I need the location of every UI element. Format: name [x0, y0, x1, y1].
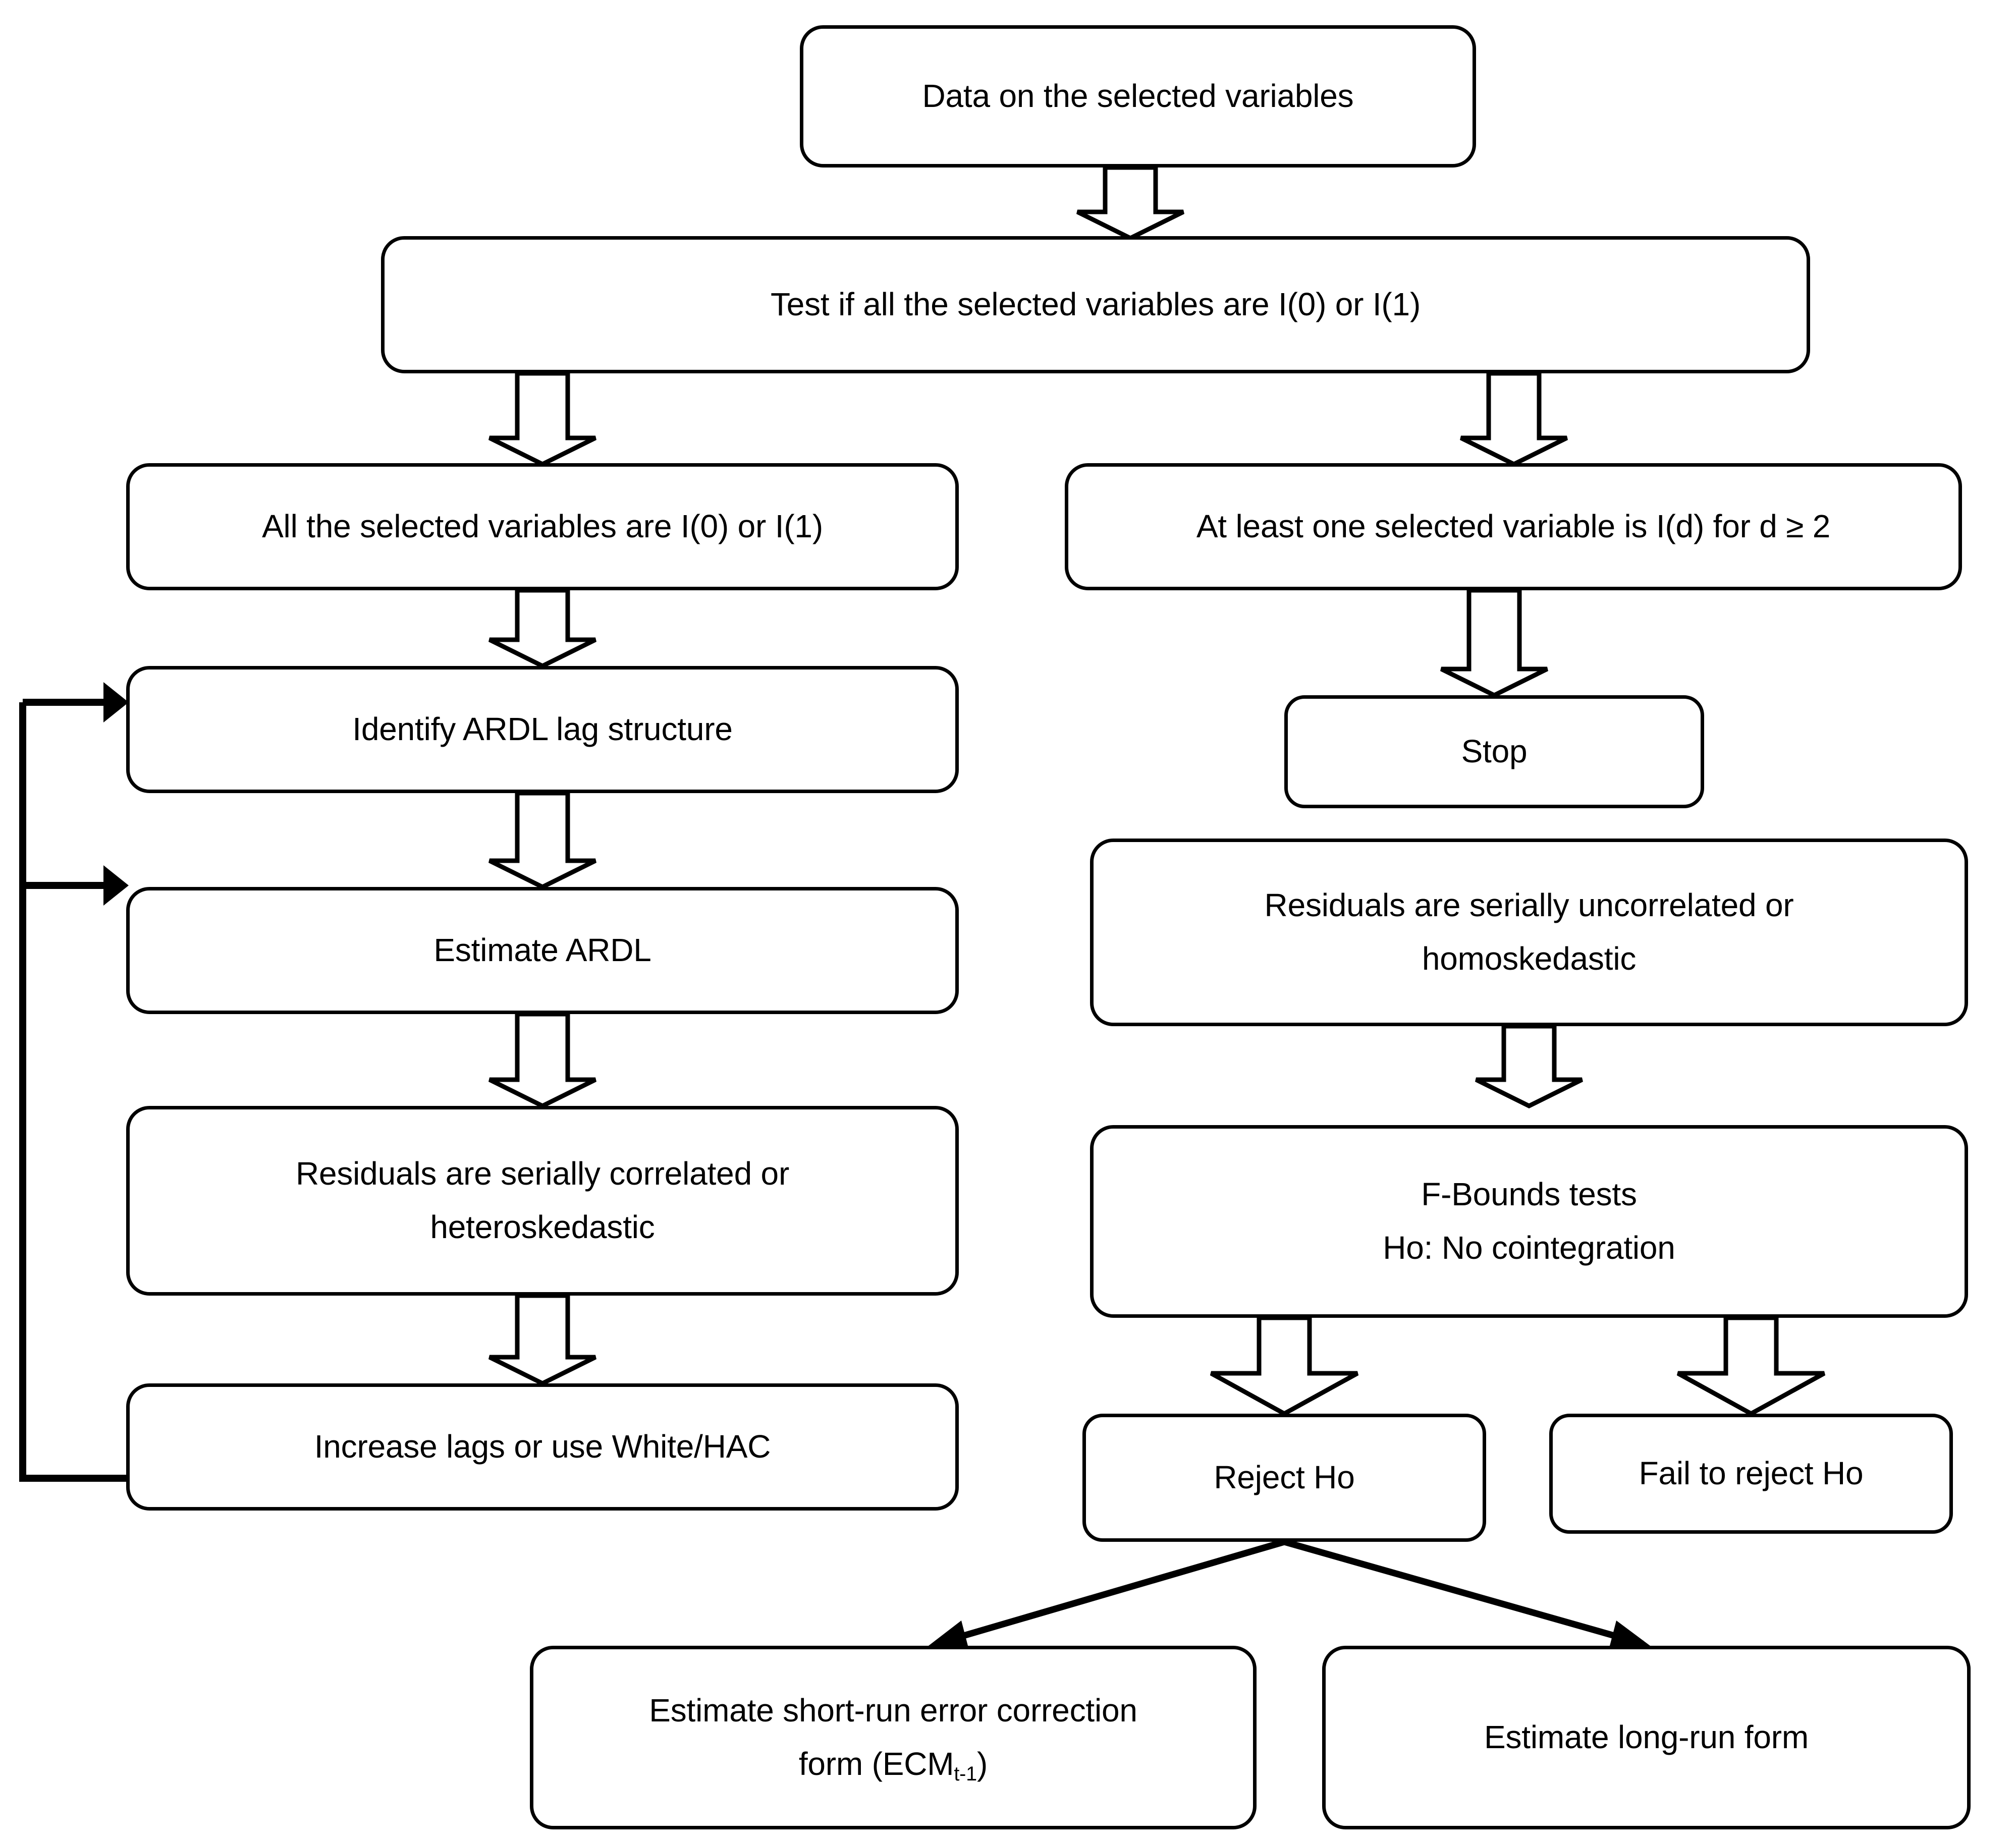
- node-label: Reject Ho: [1214, 1459, 1355, 1496]
- node-label: Fail to reject Ho: [1639, 1455, 1864, 1492]
- node-label-line-2: form (ECMt-1): [798, 1746, 988, 1786]
- ecm-prefix: form (ECM: [798, 1746, 954, 1782]
- node-label: Stop: [1461, 733, 1528, 770]
- node-all-variables-i0-i1[interactable]: All the selected variables are I(0) or I…: [126, 463, 959, 590]
- node-label-line-2: Ho: No cointegration: [1383, 1230, 1675, 1266]
- node-estimate-short-run-ecm[interactable]: Estimate short-run error correction form…: [530, 1646, 1257, 1829]
- node-label: Increase lags or use White/HAC: [314, 1428, 771, 1465]
- node-identify-ardl-lag-structure[interactable]: Identify ARDL lag structure: [126, 666, 959, 793]
- connector-test-to-all: [488, 371, 596, 467]
- node-label-line-1: F-Bounds tests: [1421, 1176, 1637, 1213]
- connector-test-to-atleast: [1460, 371, 1568, 467]
- node-residuals-uncorrelated-homoskedastic[interactable]: Residuals are serially uncorrelated or h…: [1090, 839, 1968, 1026]
- connector-estimate-to-rescorr: [488, 1012, 596, 1109]
- node-label-line-1: Estimate short-run error correction: [649, 1692, 1137, 1729]
- node-reject-ho[interactable]: Reject Ho: [1082, 1414, 1486, 1542]
- connector-reject-to-longrun: [1283, 1538, 1650, 1647]
- node-data-on-selected-variables[interactable]: Data on the selected variables: [800, 25, 1476, 168]
- connector-fbounds-to-reject: [1210, 1315, 1359, 1417]
- node-label: Residuals are serially uncorrelated or h…: [1112, 879, 1946, 985]
- connector-data-to-test: [1076, 165, 1184, 241]
- node-label-line-2: heteroskedastic: [430, 1209, 655, 1245]
- node-label-line-1: Residuals are serially uncorrelated or: [1264, 887, 1794, 924]
- node-label: Estimate long-run form: [1484, 1719, 1809, 1756]
- node-residuals-correlated-heteroskedastic[interactable]: Residuals are serially correlated or het…: [126, 1106, 959, 1296]
- node-fail-to-reject-ho[interactable]: Fail to reject Ho: [1549, 1414, 1953, 1534]
- node-f-bounds-tests[interactable]: F-Bounds tests Ho: No cointegration: [1090, 1125, 1968, 1318]
- connector-reject-to-ecm: [929, 1538, 1285, 1647]
- node-label: Residuals are serially correlated or het…: [148, 1147, 937, 1254]
- node-label-line-2: homoskedastic: [1422, 940, 1637, 977]
- node-stop[interactable]: Stop: [1284, 695, 1704, 808]
- node-at-least-one-id-ge-2[interactable]: At least one selected variable is I(d) f…: [1065, 463, 1962, 590]
- connector-resuncorr-to-fbounds: [1475, 1024, 1583, 1109]
- node-estimate-ardl[interactable]: Estimate ARDL: [126, 887, 959, 1014]
- node-label: Estimate short-run error correction form…: [552, 1684, 1235, 1791]
- node-label: All the selected variables are I(0) or I…: [262, 508, 823, 545]
- connector-fbounds-to-failreject: [1676, 1315, 1826, 1417]
- node-estimate-long-run-form[interactable]: Estimate long-run form: [1322, 1646, 1971, 1829]
- connector-feedback-loop: [19, 682, 129, 1482]
- node-label: At least one selected variable is I(d) f…: [1196, 508, 1831, 545]
- ecm-subscript: t-1: [954, 1763, 977, 1786]
- ecm-suffix: ): [977, 1746, 988, 1782]
- connector-identify-to-estimate: [488, 791, 596, 890]
- node-label-line-1: Residuals are serially correlated or: [295, 1155, 790, 1192]
- node-increase-lags-white-hac[interactable]: Increase lags or use White/HAC: [126, 1383, 959, 1511]
- node-label: Estimate ARDL: [433, 932, 651, 969]
- node-label: F-Bounds tests Ho: No cointegration: [1112, 1168, 1946, 1274]
- connector-all-to-identify: [488, 588, 596, 669]
- connector-atleast-to-stop: [1440, 588, 1548, 698]
- node-label: Test if all the selected variables are I…: [770, 286, 1421, 323]
- node-label: Data on the selected variables: [922, 78, 1354, 115]
- node-test-integration-order[interactable]: Test if all the selected variables are I…: [381, 236, 1810, 373]
- node-label: Identify ARDL lag structure: [352, 711, 733, 748]
- connector-rescorr-to-increase: [488, 1293, 596, 1386]
